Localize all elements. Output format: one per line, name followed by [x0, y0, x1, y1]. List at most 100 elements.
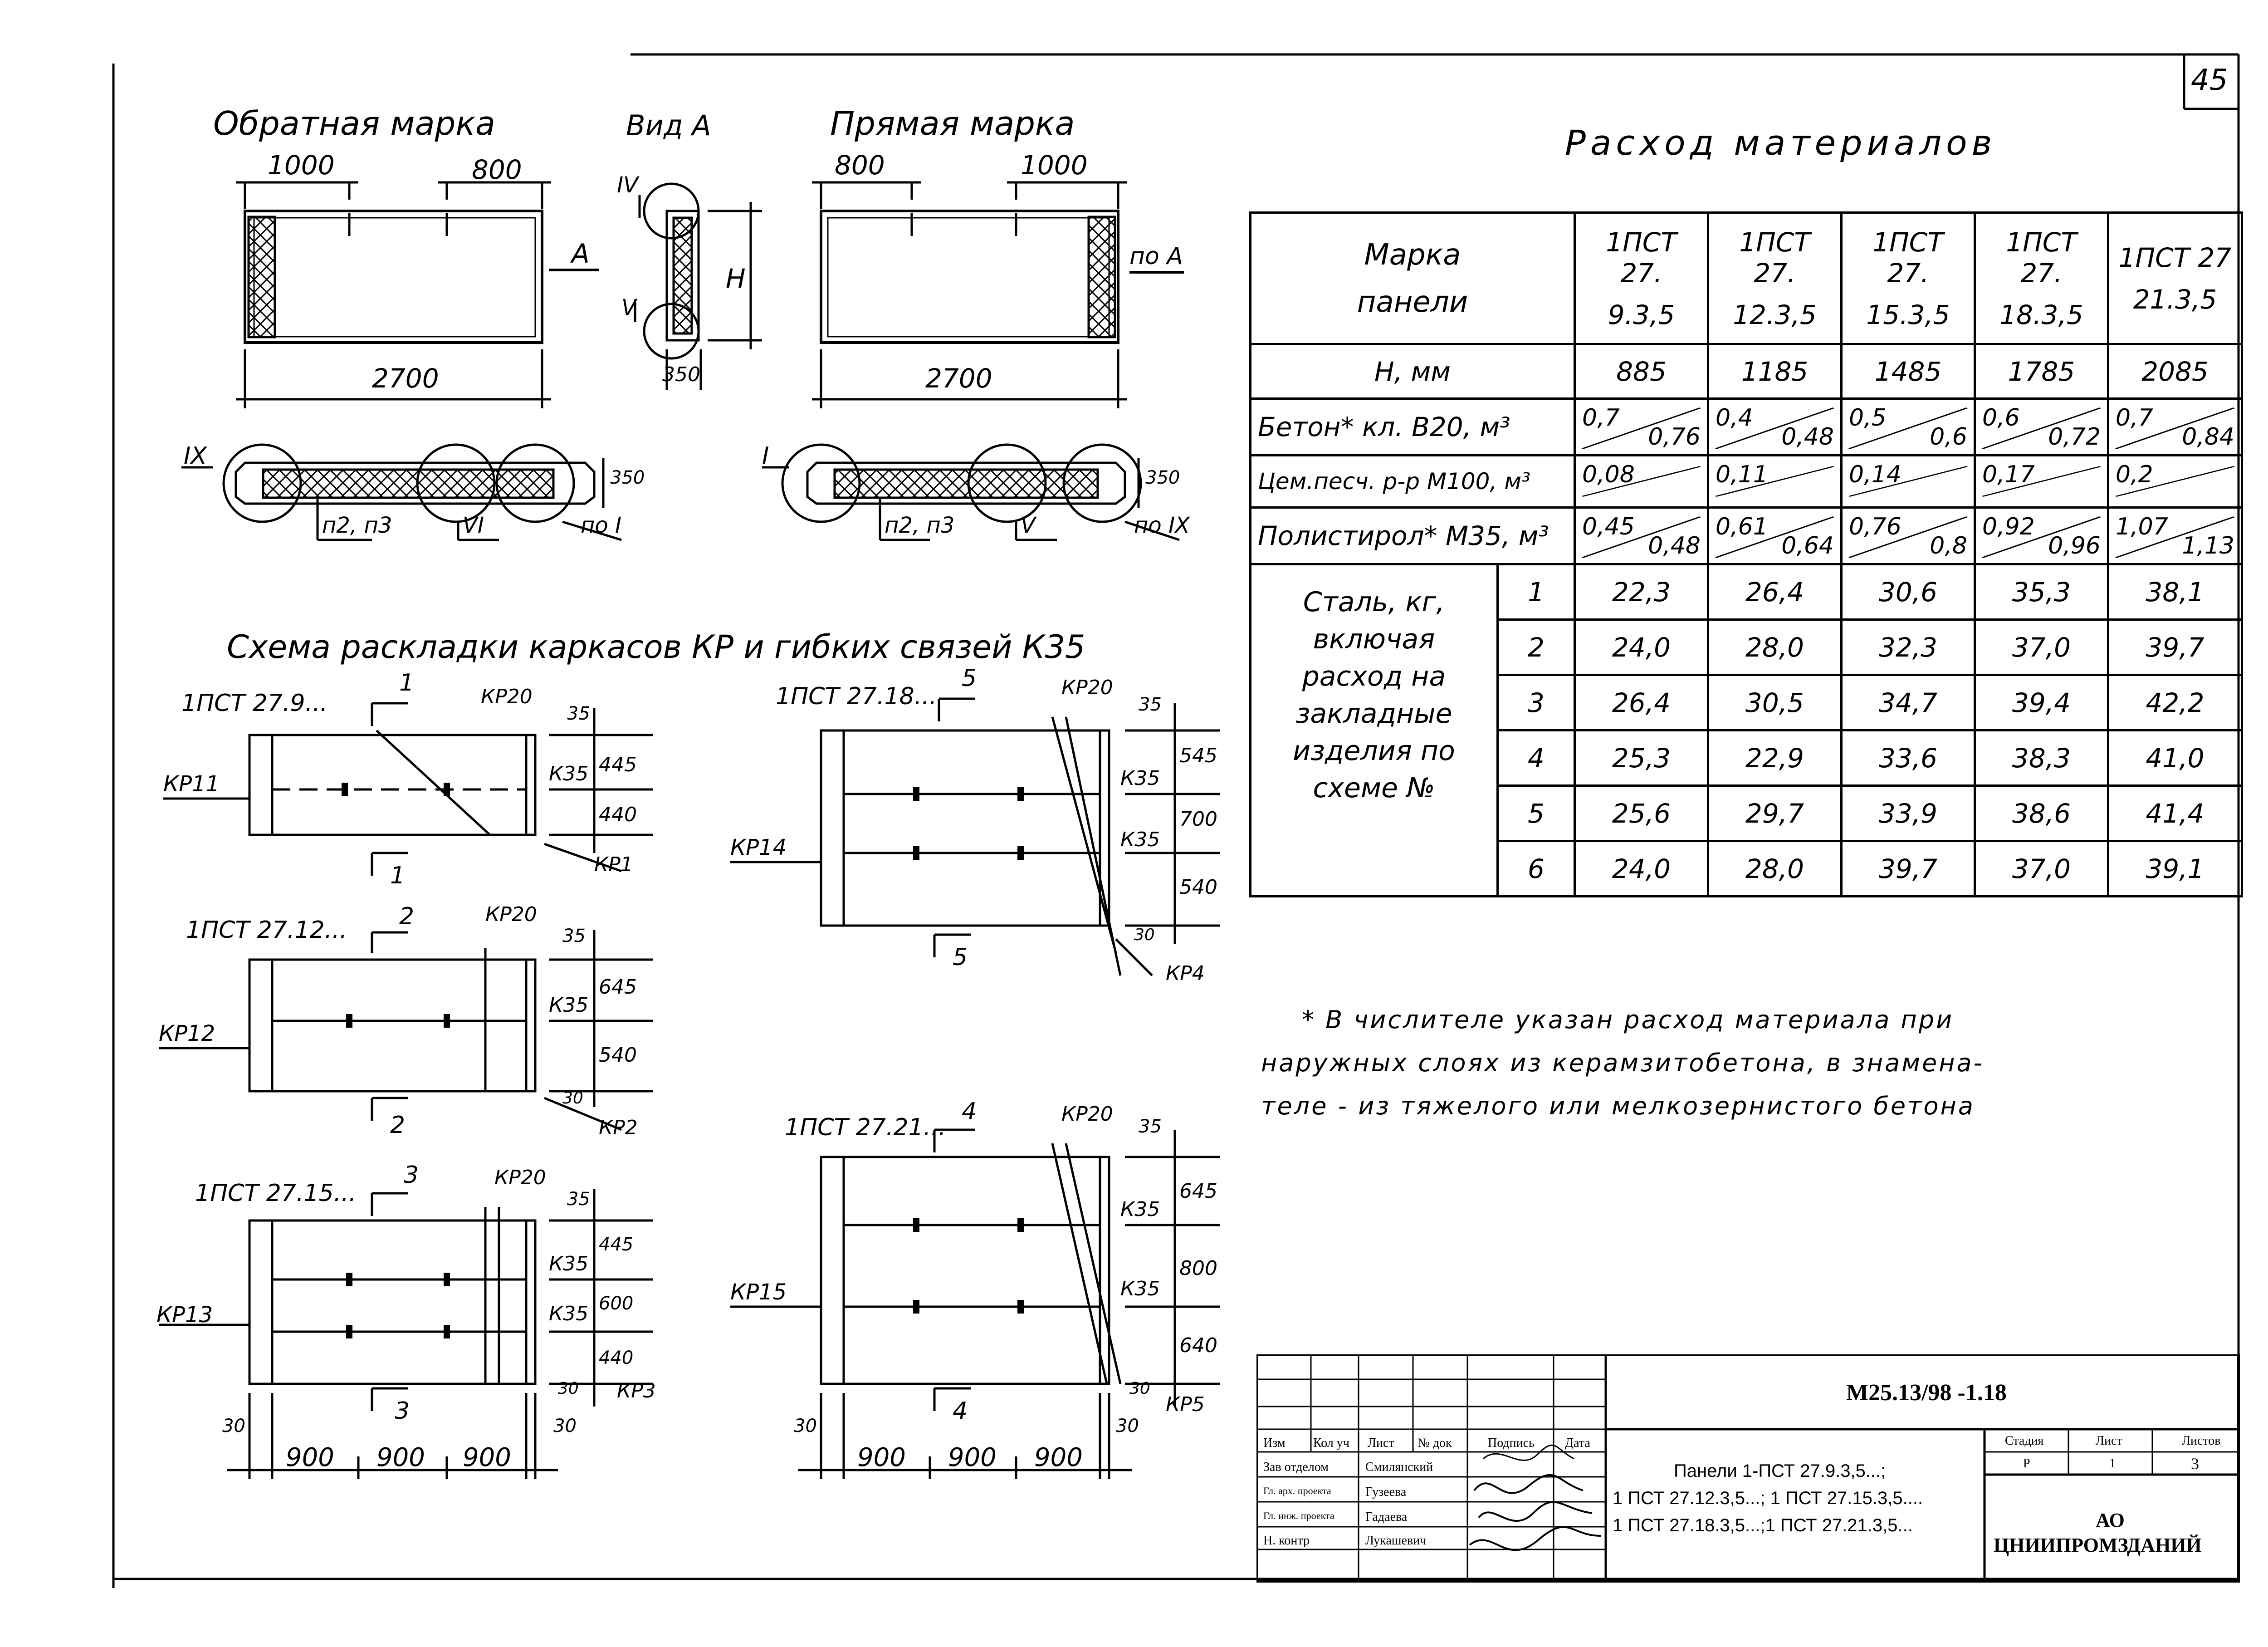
steel-val: 26,4 — [1574, 674, 1709, 731]
steel-label-line-5: изделия по — [1293, 735, 1455, 767]
steel-val: 39,1 — [2107, 840, 2243, 897]
scheme-5-mark: 1ПСТ 27.21... — [785, 1114, 946, 1141]
steel-label-line-3: расход на — [1302, 661, 1446, 692]
steel-val: 38,6 — [1974, 784, 2109, 842]
fraction-denominator: 0,48 — [1648, 532, 1701, 559]
steel-row-4: 4 25,3 22,9 33,6 38,3 41,0 — [1251, 729, 2243, 787]
scheme-4-side-frame: КР14 — [730, 835, 787, 860]
bottom-dim-left-2: 900 — [376, 1443, 425, 1472]
bottom-dim-left-3: 900 — [463, 1443, 511, 1472]
row-mortar-val-2: 0,11 — [1707, 454, 1843, 509]
panel-col-4-line-2: 18.3,5 — [1999, 299, 2083, 330]
note-line-3: теле - из тяжелого или мелкозернистого б… — [1261, 1092, 1975, 1120]
direct-mark-dim-left: 800 — [835, 150, 885, 181]
note: * В числителе указан расход материала пр… — [1261, 998, 1984, 1127]
row-h-val-5: 2085 — [2107, 343, 2243, 400]
stage-label: Стадия — [2005, 1434, 2044, 1448]
steel-val: 30,6 — [1840, 563, 1976, 621]
mortar-value: 0,08 — [1582, 461, 1635, 488]
mortar-value: 0,2 — [2116, 461, 2153, 488]
sheets-label: Листов — [2182, 1434, 2221, 1448]
panel-col-5: 1ПСТ 27 21.3,5 — [2107, 211, 2243, 345]
scheme-4-bottom: КР4 — [1166, 962, 1205, 985]
scheme-2-section: 2 — [399, 903, 415, 930]
direct-mark-arrow-label: по А — [1129, 243, 1183, 270]
scheme-1-side-frame: КР11 — [163, 771, 220, 797]
reverse-mark-dim-right: 800 — [472, 154, 522, 185]
tb-role-2: Гл. арх. проекта — [1263, 1485, 1331, 1496]
scheme-4-mark: 1ПСТ 27.18... — [776, 683, 937, 710]
steel-row-6: 6 24,0 28,0 39,7 37,0 39,1 — [1251, 840, 2243, 897]
view-a-thickness: 350 — [662, 363, 700, 386]
bottom-dim-right-3: 900 — [1034, 1443, 1083, 1472]
fraction-denominator: 0,84 — [2182, 423, 2234, 451]
fraction-numerator: 0,76 — [1849, 513, 1901, 540]
panel-col-5-line-2: 21.3,5 — [2133, 284, 2217, 315]
row-mortar-val-4: 0,17 — [1974, 454, 2109, 509]
section-left-callout-2: VI — [463, 513, 484, 538]
steel-val: 37,0 — [1974, 840, 2109, 897]
bottom-dim-right-2: 900 — [948, 1443, 997, 1472]
steel-val: 33,9 — [1840, 784, 1976, 842]
steel-val: 24,0 — [1574, 840, 1709, 897]
steel-n: 4 — [1496, 729, 1576, 787]
panel-col-4-line-1: 1ПСТ 27. — [2006, 226, 2077, 289]
direct-mark-length: 2700 — [925, 363, 992, 394]
description-line-1: Панели 1-ПСТ 27.9.3,5...; — [1674, 1461, 1886, 1481]
row-mortar-val-1: 0,08 — [1574, 454, 1709, 509]
scheme-1-link: К35 — [549, 762, 589, 785]
panel-col-5-line-1: 1ПСТ 27 — [2118, 242, 2232, 273]
scheme-5-dim-4: 30 — [1129, 1379, 1150, 1398]
scheme-4-dim-1: 545 — [1179, 744, 1217, 767]
scheme-3-dim-2: 600 — [599, 1293, 634, 1314]
tb-role-4: Н. контр — [1263, 1534, 1310, 1548]
direct-mark-dim-right: 1000 — [1021, 150, 1088, 181]
scheme-4-section-b: 5 — [953, 944, 968, 971]
reverse-mark-length: 2700 — [372, 363, 439, 394]
scheme-5-link-2: К35 — [1120, 1277, 1160, 1300]
tb-h-doc: № док — [1418, 1436, 1452, 1450]
scheme-3-link-2: К35 — [549, 1302, 589, 1325]
scheme-1-mark: 1ПСТ 27.9... — [181, 690, 328, 717]
description-line-3: 1 ПСТ 27.18.3,5...;1 ПСТ 27.21.3,5... — [1613, 1515, 1913, 1535]
scheme-2-dim-1: 645 — [599, 975, 637, 999]
scheme-3-bottom: КР3 — [617, 1379, 656, 1402]
scheme-1-dim-2: 440 — [599, 803, 637, 826]
direct-mark-title: Прямая марка — [830, 104, 1075, 142]
steel-val: 28,0 — [1707, 840, 1843, 897]
steel-val: 39,7 — [1840, 840, 1976, 897]
fraction-numerator: 0,5 — [1849, 404, 1887, 431]
steel-val: 33,6 — [1840, 729, 1976, 787]
header-label-line-1: Марка — [1364, 238, 1461, 272]
steel-n: 3 — [1496, 674, 1576, 731]
steel-label-line-4: закладные — [1295, 698, 1452, 730]
steel-n: 2 — [1496, 618, 1576, 676]
steel-val: 42,2 — [2107, 674, 2243, 731]
row-polystyrene-label: Полистирол* М35, м³ — [1249, 506, 1576, 565]
reverse-mark-dim-left: 1000 — [268, 150, 335, 181]
fraction-numerator: 0,7 — [2116, 404, 2153, 431]
scheme-3-section-b: 3 — [395, 1397, 410, 1425]
steel-val: 34,7 — [1840, 674, 1976, 731]
tb-role-1: Зав отделом — [1263, 1460, 1329, 1474]
scheme-2-mark: 1ПСТ 27.12... — [186, 917, 347, 944]
section-left-thickness: 350 — [610, 467, 645, 488]
scheme-5-dim-2: 800 — [1179, 1257, 1217, 1280]
scheme-2-dim-3: 30 — [562, 1089, 583, 1108]
tb-h-sign: Подпись — [1488, 1436, 1535, 1450]
fraction-denominator: 0,72 — [2048, 423, 2101, 451]
panel-col-3-line-2: 15.3,5 — [1866, 299, 1950, 330]
steel-val: 41,0 — [2107, 729, 2243, 787]
fraction-numerator: 1,07 — [2116, 513, 2168, 540]
steel-row-5: 5 25,6 29,7 33,9 38,6 41,4 — [1251, 784, 2243, 842]
panel-col-2-line-1: 1ПСТ 27. — [1739, 226, 1810, 289]
scheme-4-link-1: К35 — [1120, 767, 1160, 790]
bottom-dim-right-0: 30 — [794, 1416, 817, 1436]
steel-n: 1 — [1496, 563, 1576, 621]
